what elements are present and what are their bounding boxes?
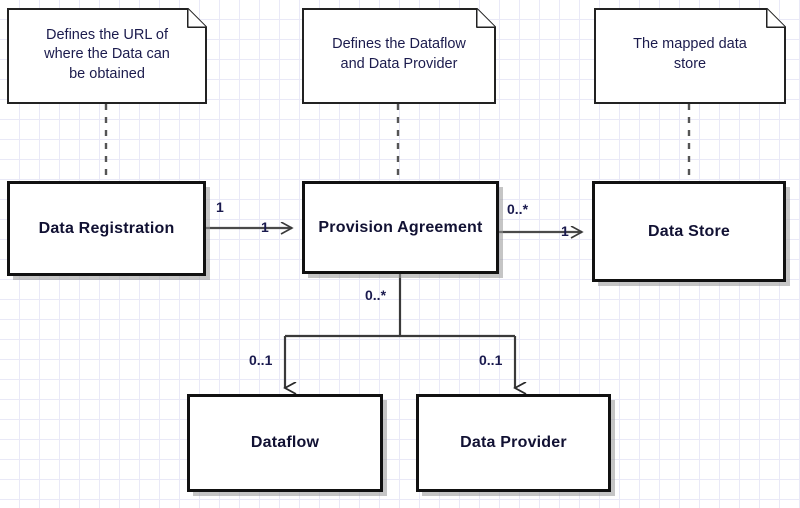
multiplicity-store-target: 1 (561, 223, 569, 239)
class-box-data-registration[interactable]: Data Registration (7, 181, 206, 276)
multiplicity-provider-target: 0..1 (479, 352, 503, 368)
class-box-data-provider[interactable]: Data Provider (416, 394, 611, 492)
note-url-text: Defines the URL of where the Data can be… (44, 26, 170, 82)
class-box-data-store[interactable]: Data Store (592, 181, 786, 282)
note-dataflow-provider-body (302, 8, 496, 104)
class-label-data-registration: Data Registration (38, 219, 175, 237)
multiplicity-branch-source: 0..* (365, 287, 387, 303)
class-label-dataflow: Dataflow (250, 434, 320, 451)
class-label-provision-agreement: Provision Agreement (318, 218, 483, 236)
multiplicity-registration-target: 1 (261, 219, 269, 235)
note-dataflow-provider: Defines the Dataflow and Data Provider (302, 8, 496, 104)
multiplicity-dataflow-target: 0..1 (249, 352, 273, 368)
note-mapped-store-body (594, 8, 786, 104)
class-label-data-store: Data Store (647, 222, 731, 240)
multiplicity-store-source: 0..* (507, 201, 529, 217)
note-dataflow-provider-text: Defines the Dataflow and Data Provider (332, 36, 466, 72)
class-box-dataflow[interactable]: Dataflow (187, 394, 383, 492)
class-label-data-provider: Data Provider (460, 434, 567, 451)
note-mapped-store-text: The mapped data store (633, 36, 747, 72)
class-box-provision-agreement[interactable]: Provision Agreement (302, 181, 499, 274)
note-url-body (7, 8, 207, 104)
note-mapped-store: The mapped data store (594, 8, 786, 104)
multiplicity-registration-source: 1 (216, 199, 224, 215)
note-url: Defines the URL of where the Data can be… (7, 8, 207, 104)
